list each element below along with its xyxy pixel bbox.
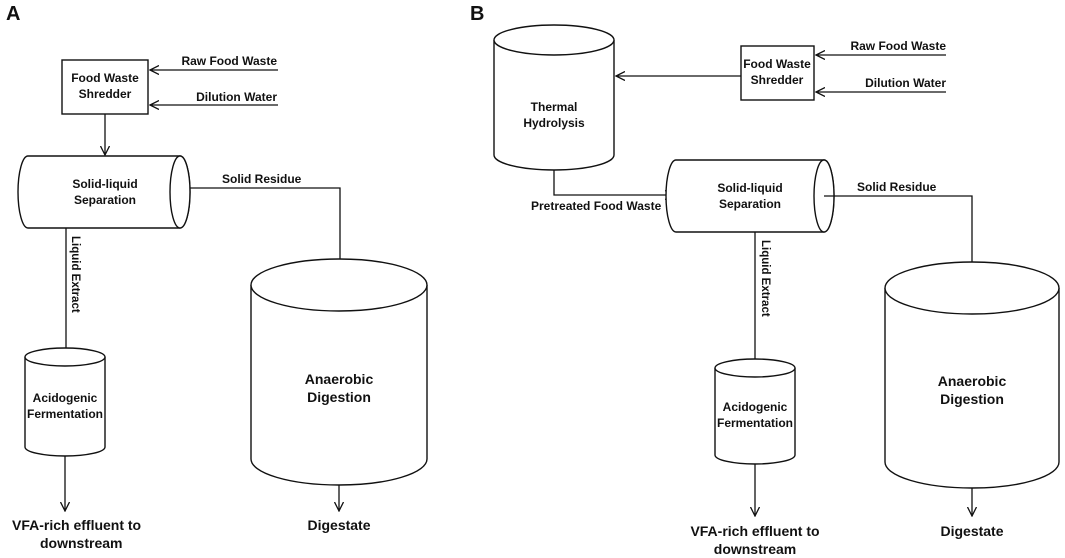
pretreated-label-b: Pretreated Food Waste xyxy=(531,199,662,213)
food-waste-shredder-box-b xyxy=(740,45,815,101)
thermal-label-line1-b: Thermal xyxy=(531,100,578,114)
liquid-extract-label-b: Liquid Extract xyxy=(759,240,771,317)
digestate-label-a: Digestate xyxy=(307,517,370,533)
vfa-output-line2-b: downstream xyxy=(714,541,796,557)
food-waste-shredder-box-a xyxy=(61,59,149,115)
separation-cylinder-b xyxy=(665,159,835,233)
panel-a: A Food Waste Shredder Raw Food Waste Dil… xyxy=(6,3,428,551)
anaerobic-label-line2-b: Digestion xyxy=(940,391,1004,407)
separation-label-line1-a: Solid-liquid xyxy=(72,177,137,191)
acidogenic-label-line2-a: Fermentation xyxy=(27,407,103,421)
acidogenic-label-line1-b: Acidogenic xyxy=(723,400,788,414)
solid-residue-label-a: Solid Residue xyxy=(222,172,302,186)
dilution-water-label-b: Dilution Water xyxy=(865,76,946,90)
vfa-output-line1-a: VFA-rich effluent to xyxy=(12,517,141,533)
anaerobic-label-line1-a: Anaerobic xyxy=(305,371,374,387)
liquid-extract-label-a: Liquid Extract xyxy=(69,236,81,313)
shredder-label-line1-b: Food Waste xyxy=(743,57,811,71)
dilution-water-label-a: Dilution Water xyxy=(196,90,277,104)
thermal-label-line2-b: Hydrolysis xyxy=(523,116,585,130)
panel-a-label: A xyxy=(6,3,20,25)
acidogenic-cylinder-b xyxy=(714,358,796,465)
separation-label-line2-a: Separation xyxy=(74,193,136,207)
solid-residue-label-b: Solid Residue xyxy=(857,180,937,194)
raw-food-waste-label-b: Raw Food Waste xyxy=(850,39,946,53)
raw-food-waste-label-a: Raw Food Waste xyxy=(181,54,277,68)
pretreated-arrow-b xyxy=(553,170,674,195)
anaerobic-label-line1-b: Anaerobic xyxy=(938,373,1007,389)
anaerobic-cylinder-b xyxy=(884,261,1060,489)
shredder-label-line2-a: Shredder xyxy=(79,87,132,101)
thermal-hydrolysis-cylinder-b xyxy=(493,24,615,171)
anaerobic-label-line2-a: Digestion xyxy=(307,389,371,405)
acidogenic-label-line2-b: Fermentation xyxy=(717,416,793,430)
shredder-label-line2-b: Shredder xyxy=(751,73,804,87)
vfa-output-line1-b: VFA-rich effluent to xyxy=(690,523,819,539)
solid-residue-arrow-b xyxy=(824,195,972,293)
solid-residue-arrow-a xyxy=(190,187,340,290)
vfa-output-line2-a: downstream xyxy=(40,535,122,551)
panel-b-label: B xyxy=(470,3,484,25)
acidogenic-cylinder-a xyxy=(24,347,106,457)
separation-label-line1-b: Solid-liquid xyxy=(717,181,782,195)
separation-cylinder-a xyxy=(17,155,191,229)
acidogenic-label-line1-a: Acidogenic xyxy=(33,391,98,405)
panel-b: B Thermal Hydrolysis Food Waste Shredder… xyxy=(470,3,1060,557)
shredder-label-line1-a: Food Waste xyxy=(71,71,139,85)
separation-label-line2-b: Separation xyxy=(719,197,781,211)
digestate-label-b: Digestate xyxy=(940,523,1003,539)
